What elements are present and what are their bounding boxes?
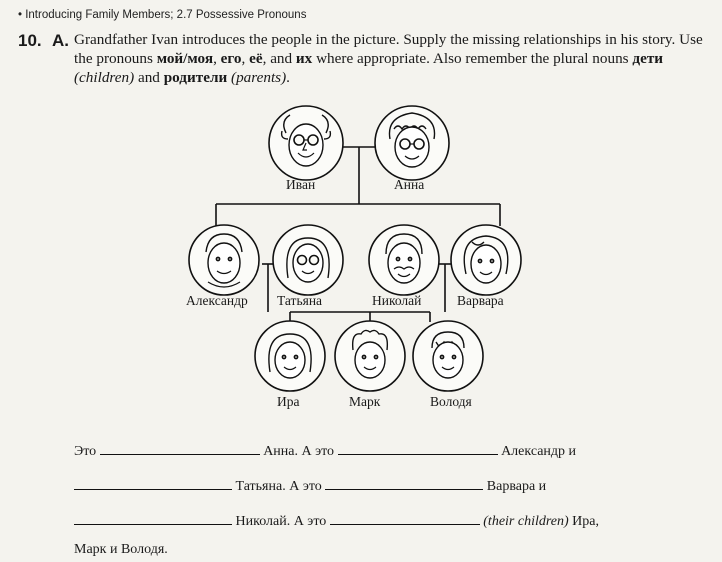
answer-blank-2[interactable] [337, 442, 498, 455]
name-nikolai: Николай [372, 293, 422, 308]
exercise-letter: A. [52, 31, 69, 50]
portrait-ira [254, 320, 326, 392]
portrait-ivan [268, 105, 344, 181]
name-ivan: Иван [286, 177, 316, 192]
portrait-mark [334, 320, 406, 392]
name-anna: Анна [394, 177, 425, 192]
story-line-4: Марк и Володя. [74, 542, 168, 557]
exercise-number: 10. [18, 31, 42, 50]
answer-blank-1[interactable] [99, 442, 260, 455]
name-varvara: Варвара [457, 293, 504, 308]
section-header: • Introducing Family Members; 2.7 Posses… [18, 9, 307, 21]
portrait-nikolai [368, 224, 440, 296]
family-tree-lines [215, 146, 501, 322]
exercise-instructions: Grandfather Ivan introduces the people i… [74, 31, 703, 86]
portrait-volodya [412, 320, 484, 392]
portrait-varvara [450, 224, 522, 296]
pronoun-eyo: её [249, 50, 263, 67]
name-aleksandr: Александр [186, 293, 248, 308]
story-line-3: Николай. А это (their children) Ира, [74, 512, 599, 531]
name-mark: Марк [349, 394, 381, 409]
answer-blank-3[interactable] [74, 477, 232, 490]
portrait-aleksandr [188, 224, 260, 296]
pronoun-ego: его [220, 50, 242, 67]
answer-blank-5[interactable] [74, 512, 232, 525]
pronoun-ikh: их [295, 50, 313, 67]
noun-roditeli: родители [163, 69, 228, 86]
noun-deti: дети [632, 50, 664, 67]
story-line-2: Татьяна. А это Варвара и [74, 477, 546, 496]
answer-blank-4[interactable] [325, 477, 484, 490]
portrait-anna [374, 105, 450, 181]
pronoun-moi-moya: мой/моя [156, 50, 214, 67]
name-tatyana: Татьяна [277, 293, 323, 308]
name-volodya: Володя [430, 394, 472, 409]
story-line-1: Это Анна. А это Александр и [74, 442, 577, 459]
name-ira: Ира [277, 394, 300, 409]
portrait-tatyana [272, 224, 344, 296]
answer-blank-6[interactable] [329, 512, 480, 525]
